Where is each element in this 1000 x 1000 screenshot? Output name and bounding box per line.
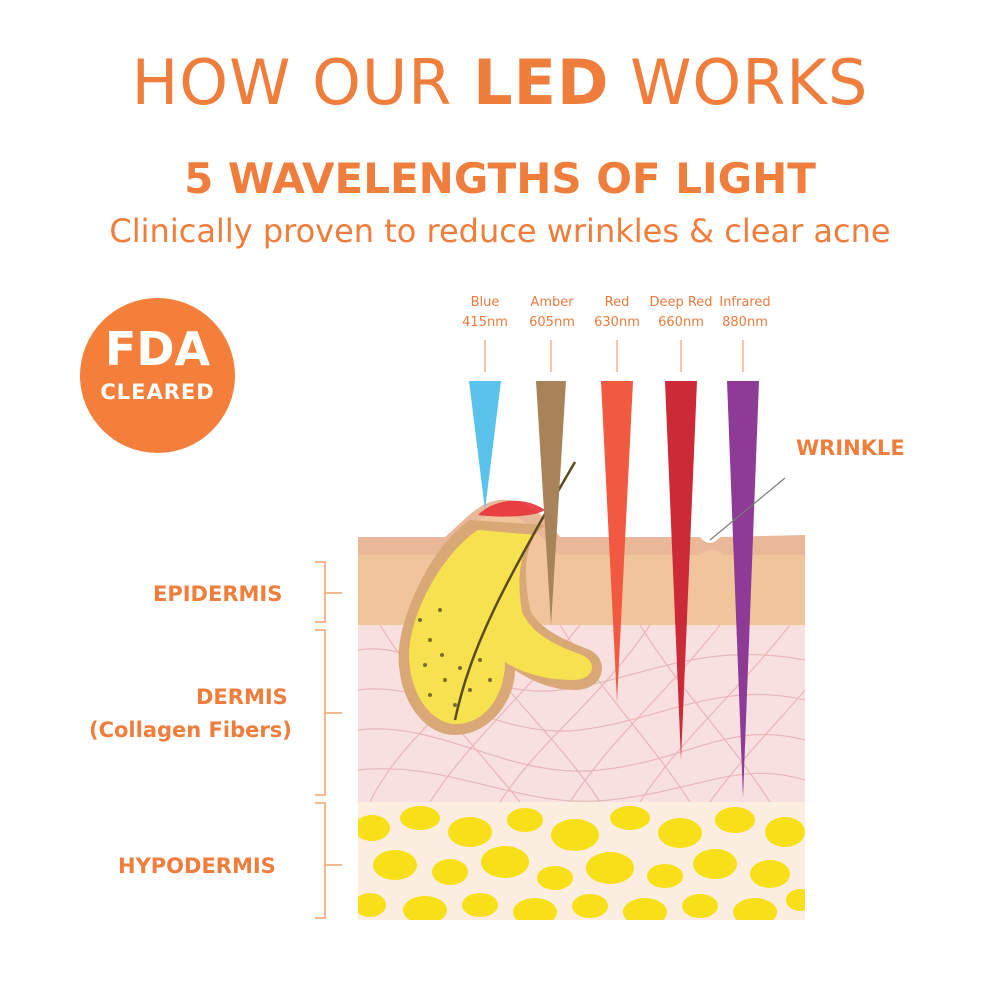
- dermis-label: DERMIS: [196, 685, 288, 709]
- title-part1: HOW OUR: [131, 46, 474, 119]
- epidermis-bracket: [315, 561, 326, 623]
- wavelength-name: Deep Red: [649, 295, 713, 310]
- hypodermis-bracket: [315, 802, 326, 919]
- wavelength-name: Red: [604, 295, 630, 310]
- tagline: Clinically proven to reduce wrinkles & c…: [109, 212, 891, 250]
- wavelength-label-red: Red 630nm: [572, 293, 662, 333]
- wavelength-nm: 630nm: [594, 315, 640, 330]
- wavelength-label-amber: Amber 605nm: [507, 293, 597, 333]
- wavelength-name: Infrared: [719, 295, 771, 310]
- sebum-dots: [418, 608, 492, 707]
- wavelength-label-blue: Blue 415nm: [440, 293, 530, 333]
- title-highlight: LED: [473, 46, 610, 119]
- hypodermis-label: HYPODERMIS: [118, 854, 276, 878]
- skin-surface: [358, 499, 805, 555]
- subtitle: 5 WAVELENGTHS OF LIGHT: [184, 154, 816, 203]
- wavelength-label-infrared: Infrared 880nm: [700, 293, 790, 333]
- dermis-bracket: [315, 629, 326, 796]
- wrinkle-pointer: [709, 477, 786, 541]
- inflammation: [478, 500, 545, 517]
- light-beam-amber: [536, 381, 566, 625]
- dermis-sublabel: (Collagen Fibers): [89, 718, 292, 742]
- wavelength-nm: 660nm: [658, 315, 704, 330]
- light-beam-blue: [469, 381, 501, 510]
- fda-badge-line1: FDA: [104, 322, 211, 376]
- wavelength-nm: 605nm: [529, 315, 575, 330]
- fda-badge: FDA CLEARED: [80, 298, 235, 453]
- wavelength-nm: 880nm: [722, 315, 768, 330]
- fat-cells: [358, 806, 805, 920]
- fda-badge-line2: CLEARED: [100, 380, 215, 404]
- light-beam-red: [601, 381, 633, 702]
- main-title: HOW OUR LED WORKS: [0, 52, 1000, 114]
- light-beam-infrared: [727, 381, 759, 798]
- wrinkle-label: WRINKLE: [796, 436, 905, 460]
- wavelength-label-deep-red: Deep Red 660nm: [636, 293, 726, 333]
- wavelength-nm: 415nm: [462, 315, 508, 330]
- epidermis-label: EPIDERMIS: [153, 582, 283, 606]
- wavelength-name: Amber: [530, 295, 574, 310]
- title-part2: WORKS: [609, 46, 869, 119]
- light-beam-deep-red: [665, 381, 697, 760]
- layer-brackets: [315, 561, 342, 919]
- wavelength-name: Blue: [470, 295, 500, 310]
- sebaceous-gland: [409, 530, 593, 724]
